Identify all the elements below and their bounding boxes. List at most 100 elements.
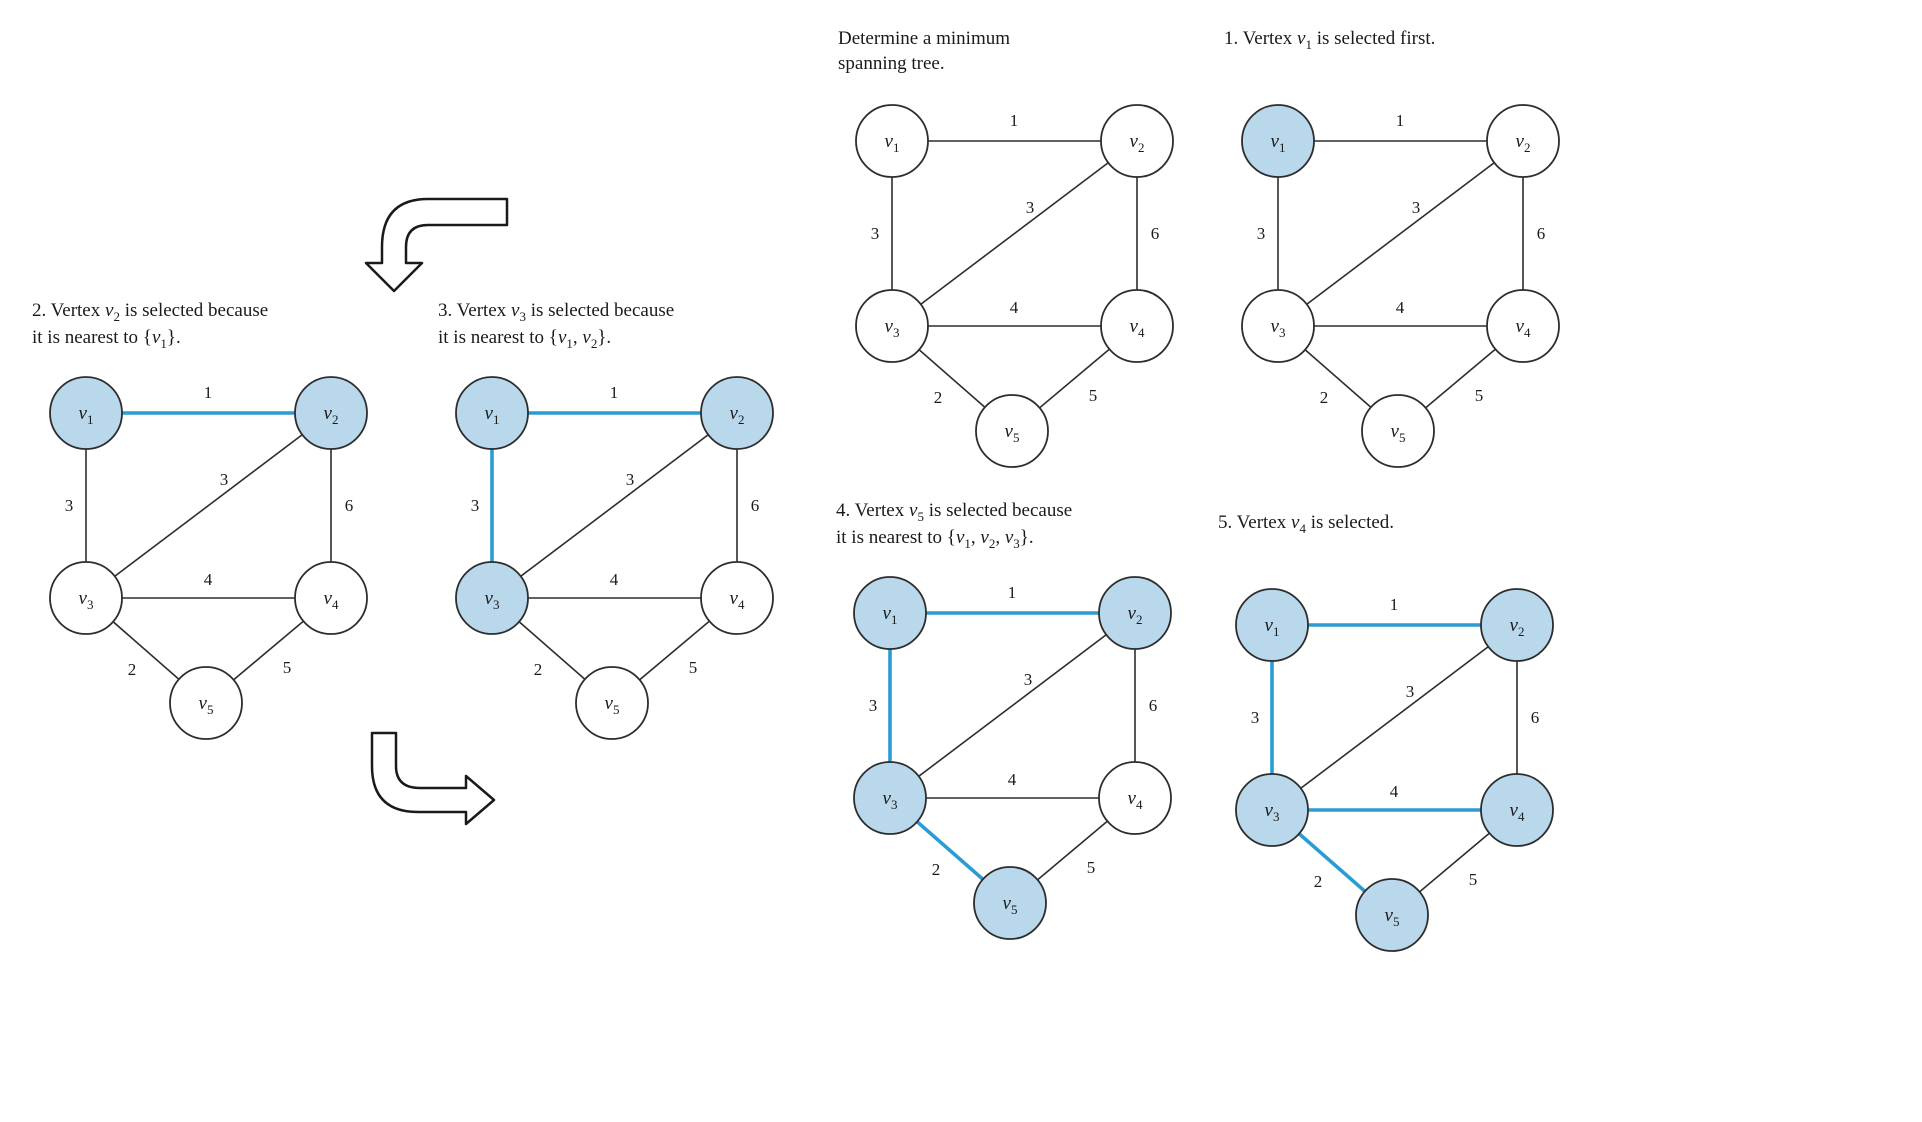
vertex-label-v2: v2	[730, 403, 745, 427]
vertex-label-v2: v2	[324, 403, 339, 427]
vertex-label-v4: v4	[1516, 316, 1531, 340]
vertex-label-v5: v5	[199, 693, 214, 717]
edge-weight-v2-v3: 3	[220, 470, 229, 489]
vertex-v3-selected	[455, 561, 529, 635]
vertex-label-v3: v3	[485, 588, 500, 612]
edge-weight-v1-v2: 1	[1010, 111, 1019, 130]
curved-arrow-right-icon	[370, 731, 496, 826]
edge-weight-v1-v3: 3	[871, 224, 880, 243]
edge-v2-v3	[889, 612, 1136, 799]
edge-weight-v1-v2: 1	[1396, 111, 1405, 130]
edge-v2-v3	[1277, 140, 1524, 327]
edge-weight-v1-v3: 3	[65, 496, 74, 515]
vertex-label-v1: v1	[1271, 131, 1286, 155]
vertex-v1-selected	[1241, 104, 1315, 178]
vertex-v5-selected	[1355, 878, 1429, 952]
edge-weight-v3-v4: 4	[610, 570, 619, 589]
vertex-v1-selected	[455, 376, 529, 450]
edge-v2-v3	[491, 412, 738, 599]
edge-weight-v1-v3: 3	[471, 496, 480, 515]
vertex-label-v5: v5	[1391, 421, 1406, 445]
edge-weight-v3-v4: 4	[1396, 298, 1405, 317]
curved-arrow-right-shape	[370, 731, 496, 826]
edge-weight-v1-v3: 3	[1257, 224, 1266, 243]
vertex-v2	[1486, 104, 1560, 178]
vertex-v4	[700, 561, 774, 635]
vertex-v2-selected	[700, 376, 774, 450]
vertex-v5	[975, 394, 1049, 468]
vertex-v2-selected	[1480, 588, 1554, 662]
edge-v2-v3	[1271, 624, 1518, 811]
vertex-label-v5: v5	[1003, 893, 1018, 917]
vertex-v5	[169, 666, 243, 740]
edge-weight-v2-v4: 6	[1531, 708, 1540, 727]
vertex-label-v2: v2	[1130, 131, 1145, 155]
edge-weight-v3-v5: 2	[934, 388, 943, 407]
edge-weight-v2-v4: 6	[1151, 224, 1160, 243]
vertex-v1-selected	[1235, 588, 1309, 662]
edge-weight-v1-v2: 1	[1390, 595, 1399, 614]
vertex-v4	[1098, 761, 1172, 835]
vertex-v3	[1241, 289, 1315, 363]
vertex-v2-selected	[1098, 576, 1172, 650]
edge-weight-v4-v5: 5	[1469, 870, 1478, 889]
edge-weight-v2-v3: 3	[1024, 670, 1033, 689]
panel-title: 1. Vertex v1 is selected first.	[1224, 28, 1436, 52]
edge-weight-v2-v4: 6	[345, 496, 354, 515]
edge-v2-v3	[85, 412, 332, 599]
vertex-label-v3: v3	[79, 588, 94, 612]
vertex-v1-selected	[853, 576, 927, 650]
edge-weight-v4-v5: 5	[1475, 386, 1484, 405]
vertex-v5	[1361, 394, 1435, 468]
vertex-label-v4: v4	[1510, 800, 1525, 824]
vertex-v4	[1100, 289, 1174, 363]
edge-weight-v1-v3: 3	[869, 696, 878, 715]
edge-v2-v3	[891, 140, 1138, 327]
edge-weight-v2-v4: 6	[1537, 224, 1546, 243]
edge-weight-v4-v5: 5	[1087, 858, 1096, 877]
vertex-label-v2: v2	[1510, 615, 1525, 639]
edge-weight-v3-v4: 4	[1390, 782, 1399, 801]
edge-weight-v2-v3: 3	[1412, 198, 1421, 217]
vertex-label-v4: v4	[324, 588, 339, 612]
vertex-label-v1: v1	[1265, 615, 1280, 639]
vertex-v3-selected	[1235, 773, 1309, 847]
curved-arrow-down-left-icon	[364, 197, 509, 293]
vertex-label-v4: v4	[1130, 316, 1145, 340]
edge-weight-v1-v2: 1	[204, 383, 213, 402]
edge-weight-v4-v5: 5	[283, 658, 292, 677]
vertex-v5-selected	[973, 866, 1047, 940]
edge-weight-v3-v5: 2	[128, 660, 137, 679]
panel-title: 5. Vertex v4 is selected.	[1218, 512, 1395, 536]
vertex-v1	[855, 104, 929, 178]
edge-weight-v1-v2: 1	[1008, 583, 1017, 602]
edge-weight-v3-v5: 2	[932, 860, 941, 879]
edge-weight-v3-v4: 4	[204, 570, 213, 589]
vertex-label-v3: v3	[885, 316, 900, 340]
edge-weight-v2-v3: 3	[1406, 682, 1415, 701]
edge-weight-v3-v5: 2	[1314, 872, 1323, 891]
vertex-label-v3: v3	[1265, 800, 1280, 824]
vertex-v3	[49, 561, 123, 635]
edge-weight-v3-v5: 2	[534, 660, 543, 679]
edge-weight-v2-v4: 6	[751, 496, 760, 515]
vertex-v3	[855, 289, 929, 363]
edge-weight-v2-v3: 3	[626, 470, 635, 489]
vertex-label-v1: v1	[485, 403, 500, 427]
vertex-v5	[575, 666, 649, 740]
vertex-label-v5: v5	[605, 693, 620, 717]
edge-weight-v2-v4: 6	[1149, 696, 1158, 715]
vertex-v3-selected	[853, 761, 927, 835]
